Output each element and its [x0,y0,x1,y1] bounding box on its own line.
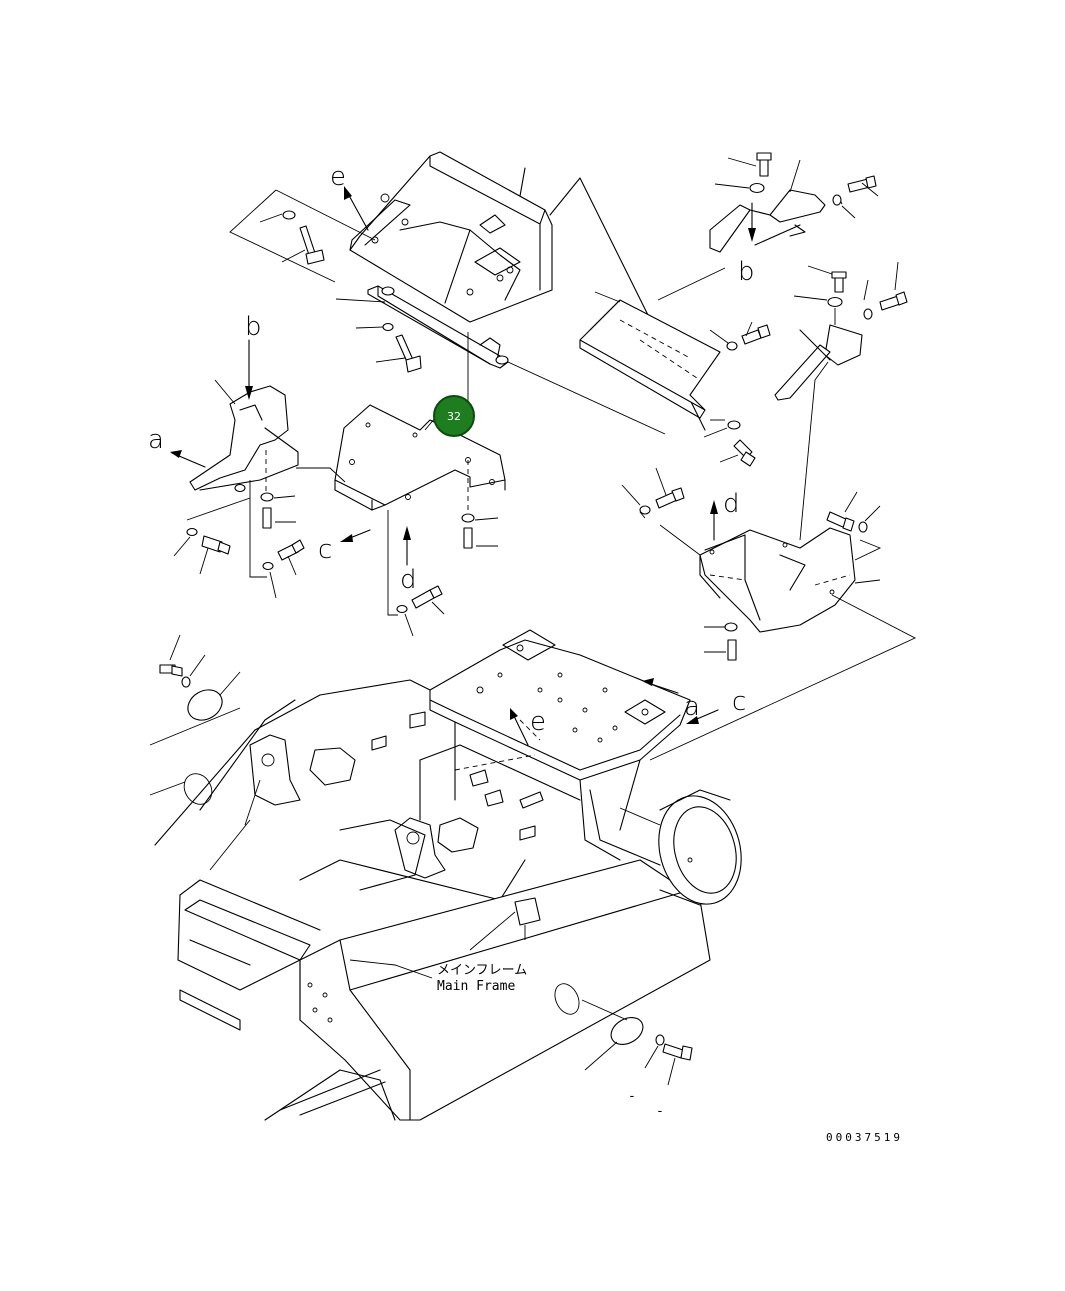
footnote-mark-1: - [628,1089,636,1104]
caption-jp: メインフレーム [437,963,527,978]
arrow-d-right [710,500,718,541]
arrow-d-left [403,526,411,566]
caption-en: Main Frame [437,979,515,994]
view-label-b-right: b [738,257,755,287]
arrow-c-left [340,529,371,542]
view-label-d-right: d [723,489,740,519]
center-lower-fasteners [387,510,445,637]
left-round-cover [149,634,241,805]
top-right-bracket [657,152,879,301]
support-bar [335,285,666,435]
frame-arrow-c [686,709,719,724]
view-label-a-frame: a [684,692,700,722]
view-label-b-left: b [245,312,262,342]
frame-arrow-e [510,708,529,746]
left-bracket [189,379,346,578]
center-bracket-plate [334,404,506,549]
frame-arrow-a [642,678,679,694]
footnote-mark-2: - [656,1104,664,1119]
right-mid-bracket [774,261,908,541]
right-flat-plate [579,291,771,419]
left-lower-fasteners [173,497,305,599]
left-arrow-a [170,450,206,468]
upper-left-fasteners [229,189,376,283]
view-label-e-top: e [330,162,346,192]
main-frame [154,629,742,1121]
view-label-c-frame: c [732,687,746,717]
left-arrow-b [245,339,253,400]
top-arrow-e [344,186,369,231]
upper-cover-plate [349,151,706,431]
view-label-c-left: c [318,535,332,565]
right-curved-guard [621,467,917,761]
callout-number: 32 [447,410,461,423]
right-plate-fasteners [703,419,756,467]
view-label-d-left: d [400,565,417,595]
callout-32[interactable]: 32 [433,395,475,437]
drawing-number: 00037519 [826,1131,903,1144]
caption-leader [349,959,433,979]
view-label-a-left: a [148,425,164,455]
view-label-e-frame: e [530,707,546,737]
